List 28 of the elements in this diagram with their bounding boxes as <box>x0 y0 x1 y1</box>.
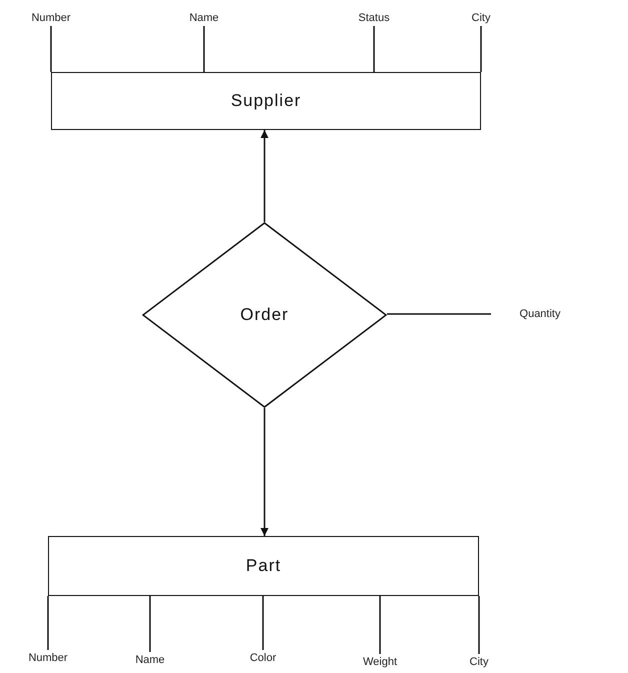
attribute-label: City <box>454 654 504 670</box>
arrow <box>260 130 268 222</box>
connector-line <box>47 596 49 650</box>
attribute-label: Number <box>13 650 83 666</box>
entity-box <box>51 72 481 130</box>
attribute-label: Name <box>169 10 239 26</box>
attribute-label: City <box>456 10 506 26</box>
attribute-label: Name <box>115 652 185 668</box>
connector-line <box>373 26 375 72</box>
attribute-label: Color <box>228 650 298 666</box>
relationship-diamond <box>142 222 387 408</box>
attribute-label: Status <box>339 10 409 26</box>
connector-line <box>203 26 205 72</box>
entity-name: Supplier <box>230 91 302 111</box>
connector-line <box>379 596 381 654</box>
arrow <box>260 408 268 536</box>
entity-name: Part <box>246 556 282 576</box>
connector-line <box>262 596 264 650</box>
attribute-label: Quantity <box>495 306 585 322</box>
connector-line <box>50 26 52 72</box>
connector-line <box>149 596 151 652</box>
entity-name: Order <box>240 305 289 325</box>
entity-box <box>48 536 479 596</box>
connector-line <box>480 26 482 72</box>
connector-line <box>478 596 480 654</box>
attribute-label: Weight <box>345 654 415 670</box>
connector-line <box>387 313 491 315</box>
attribute-label: Number <box>16 10 86 26</box>
